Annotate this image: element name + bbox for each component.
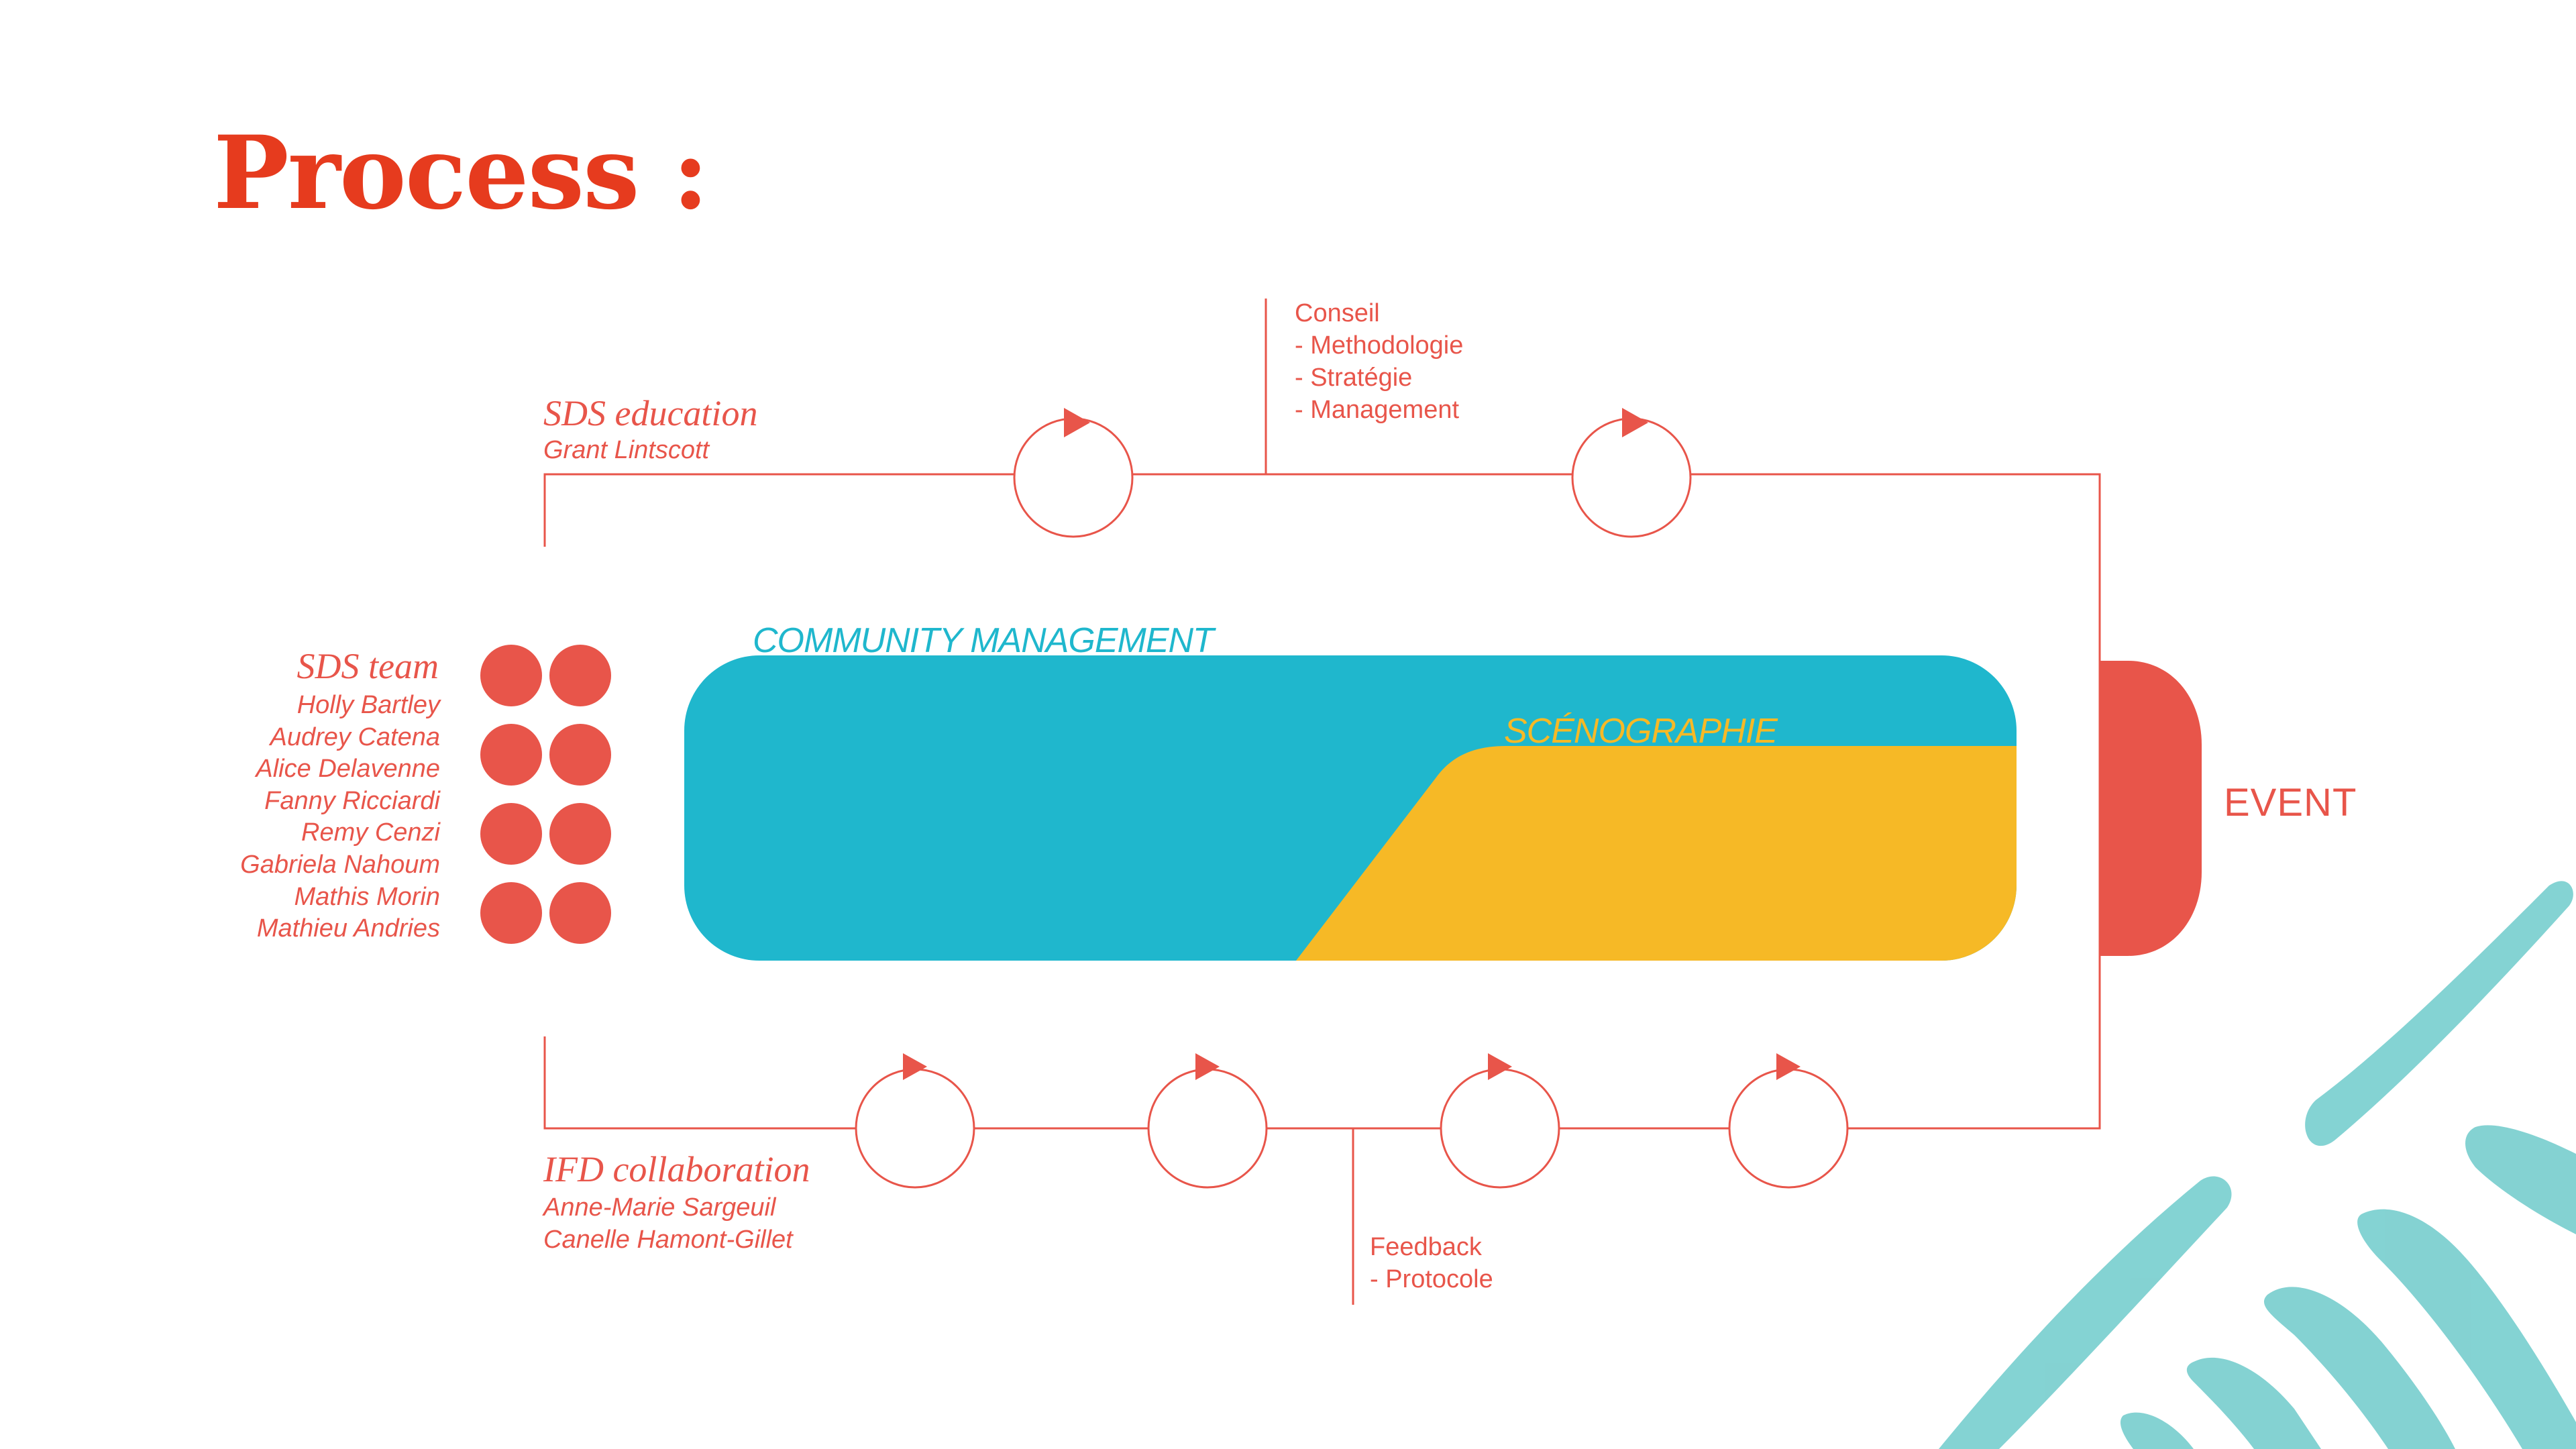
brush-strokes-decoration — [1939, 881, 2576, 1449]
team-dot-icon — [549, 645, 611, 706]
team-dot-icon — [480, 882, 542, 944]
cycle-arrow-icon — [1013, 408, 1134, 538]
conseil-line: - Stratégie — [1295, 364, 1413, 392]
sds-education-heading: SDS education — [543, 393, 758, 433]
team-member: Fanny Ricciardi — [264, 786, 440, 815]
cycle-arrow-icon — [1728, 1053, 1849, 1189]
scenographie-label: SCÉNOGRAPHIE — [1504, 712, 1778, 751]
conseil-line: - Methodologie — [1295, 331, 1464, 360]
page-title: Process : — [213, 114, 709, 232]
team-member: Mathieu Andries — [256, 914, 440, 943]
team-member: Audrey Catena — [270, 722, 441, 751]
ifd-collaboration-heading: IFD collaboration — [543, 1149, 810, 1189]
cycle-arrow-icon — [855, 1053, 975, 1189]
team-member: Gabriela Nahoum — [240, 850, 440, 879]
conseil-line: Conseil — [1295, 299, 1380, 327]
community-management-label: COMMUNITY MANAGEMENT — [753, 621, 1214, 660]
team-dot-icon — [549, 803, 611, 865]
cycle-icons — [855, 408, 1849, 1189]
ifd-person: Anne-Marie Sargeuil — [543, 1193, 776, 1222]
team-dot-icon — [549, 724, 611, 786]
cycle-arrow-icon — [1571, 408, 1692, 538]
scenographie-bar — [1296, 746, 2017, 961]
feedback-line: Feedback — [1370, 1233, 1482, 1261]
sds-education-person: Grant Lintscott — [543, 436, 710, 464]
cycle-arrow-icon — [1440, 1053, 1560, 1189]
team-dot-icon — [549, 882, 611, 944]
feedback-line: - Protocole — [1370, 1265, 1493, 1293]
team-dot-icon — [480, 724, 542, 786]
team-dot-icon — [480, 645, 542, 706]
conseil-note: Conseil - Methodologie - Stratégie - Man… — [1295, 297, 1463, 426]
team-member: Alice Delavenne — [256, 755, 440, 784]
event-marker — [2100, 661, 2202, 956]
event-label: EVENT — [2224, 781, 2357, 824]
team-member: Remy Cenzi — [301, 818, 440, 847]
team-dot-icon — [480, 803, 542, 865]
team-dots — [480, 645, 611, 944]
team-member: Holly Bartley — [297, 691, 440, 719]
feedback-note: Feedback - Protocole — [1370, 1231, 1493, 1295]
ifd-person: Canelle Hamont-Gillet — [543, 1226, 793, 1254]
ifd-collaboration-people: Anne-Marie Sargeuil Canelle Hamont-Gille… — [543, 1191, 793, 1256]
sds-team-members: Holly Bartley Audrey Catena Alice Delave… — [240, 690, 440, 945]
team-member: Mathis Morin — [294, 882, 441, 911]
sds-team-heading: SDS team — [297, 646, 439, 686]
cycle-arrow-icon — [1147, 1053, 1268, 1189]
conseil-line: - Management — [1295, 396, 1460, 424]
